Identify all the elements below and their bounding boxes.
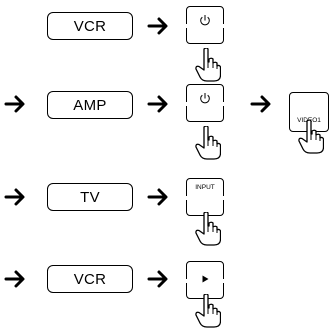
vcr-button: VCR bbox=[47, 12, 133, 40]
vcr-button: VCR bbox=[47, 265, 133, 293]
power-icon bbox=[200, 93, 210, 104]
pointing-hand-icon bbox=[195, 294, 221, 328]
power-key bbox=[185, 6, 225, 44]
right-arrow-icon bbox=[4, 188, 25, 206]
pointing-hand-icon bbox=[195, 126, 221, 160]
right-arrow-icon bbox=[4, 270, 25, 288]
right-arrow-icon bbox=[147, 17, 168, 35]
right-arrow-icon bbox=[4, 95, 25, 113]
amp-button-label: AMP bbox=[73, 96, 107, 114]
right-arrow-icon bbox=[147, 95, 168, 113]
right-arrow-icon bbox=[250, 95, 271, 113]
input-key-label: INPUT bbox=[195, 184, 215, 191]
tv-button: TV bbox=[47, 183, 133, 211]
vcr-button-label: VCR bbox=[73, 270, 107, 288]
pointing-hand-icon bbox=[298, 120, 324, 154]
input-key: INPUT bbox=[185, 178, 225, 216]
pointing-hand-icon bbox=[195, 48, 221, 82]
pointing-hand-icon bbox=[195, 212, 221, 246]
vcr-button-label: VCR bbox=[73, 17, 107, 35]
power-icon bbox=[200, 15, 210, 26]
power-key bbox=[185, 84, 225, 122]
amp-button: AMP bbox=[47, 91, 133, 119]
right-arrow-icon bbox=[147, 188, 168, 206]
right-arrow-icon bbox=[147, 270, 168, 288]
tv-button-label: TV bbox=[80, 188, 100, 206]
play-icon bbox=[202, 275, 209, 283]
